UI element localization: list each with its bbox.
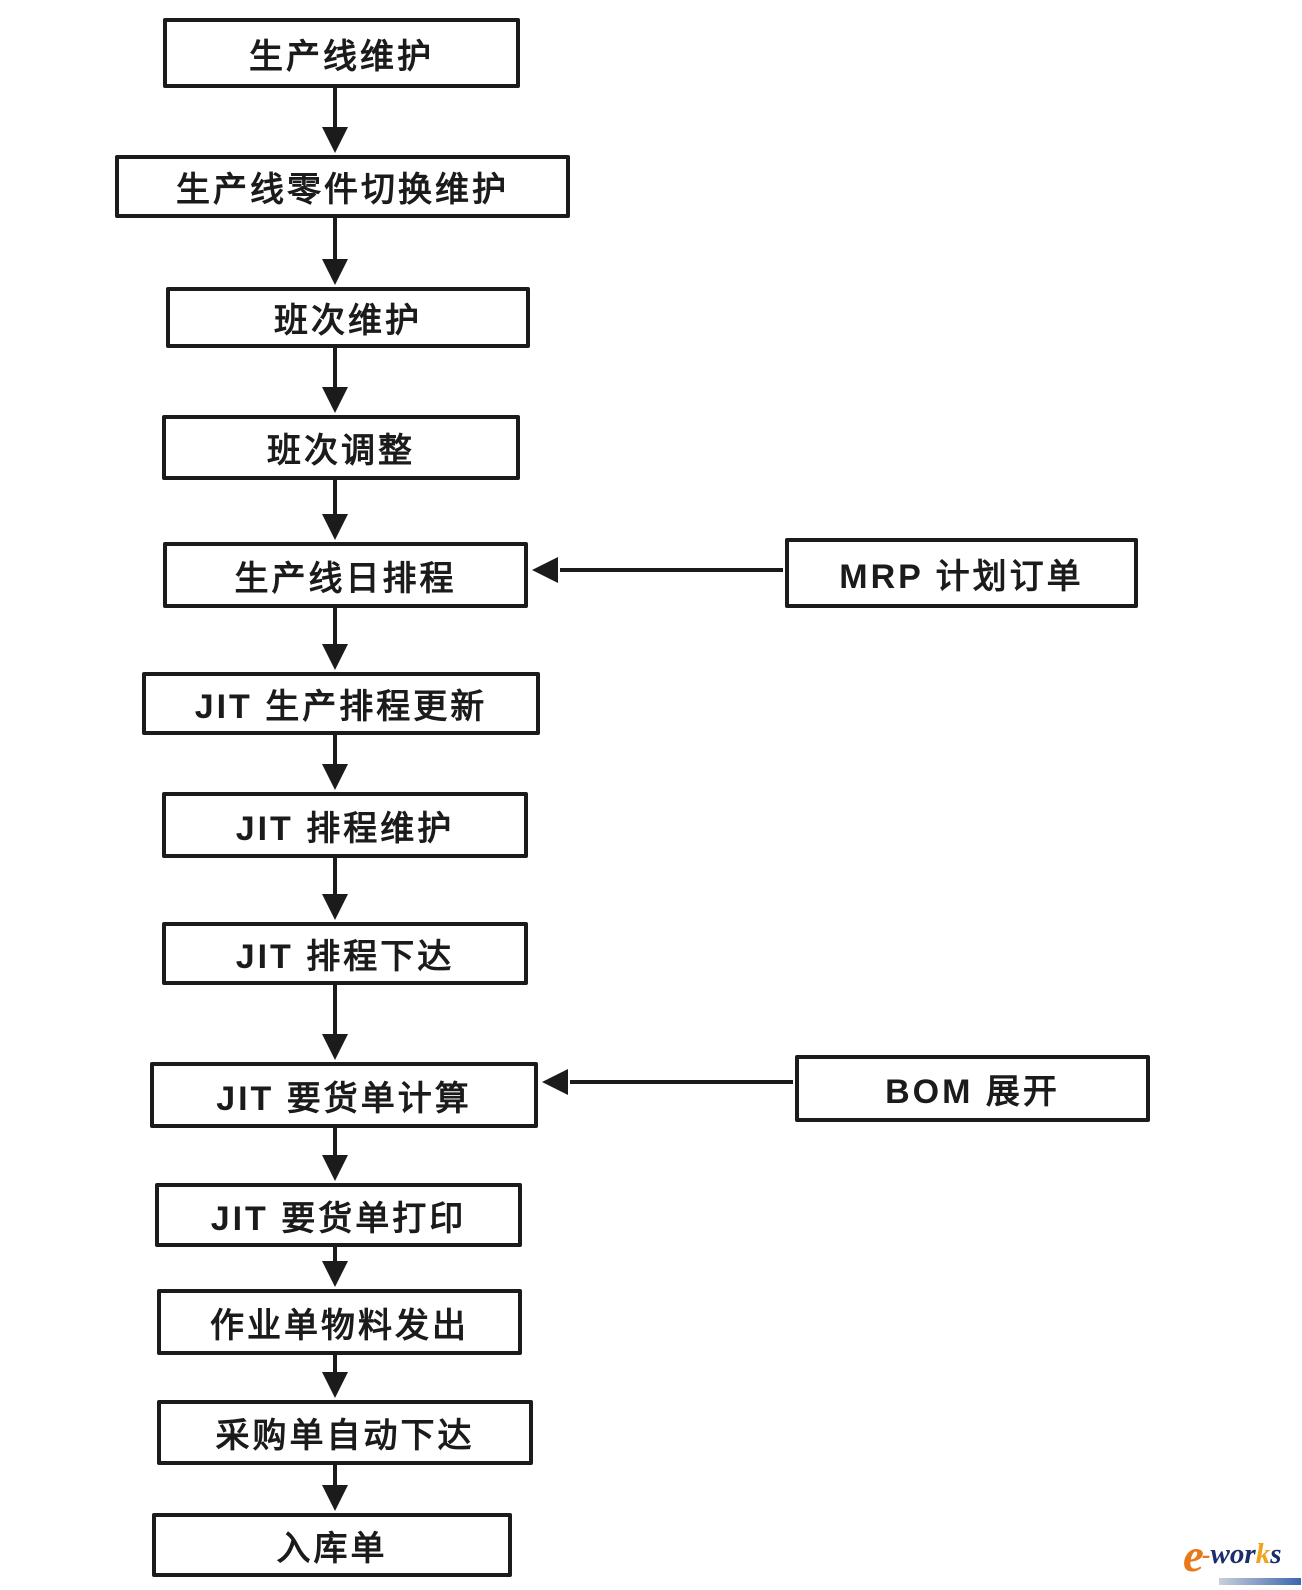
node-mrp-planned-orders: MRP 计划订单	[785, 538, 1138, 608]
node-jit-pull-order-calculation: JIT 要货单计算	[150, 1062, 538, 1128]
eworks-logo: e-works	[1183, 1533, 1301, 1588]
node-label: JIT 要货单打印	[210, 1199, 467, 1238]
arrow-mrp-to-daily-scheduling	[532, 557, 783, 583]
node-label: 生产线零件切换维护	[176, 171, 509, 209]
arrow-12-13	[322, 1465, 348, 1511]
node-label: 作业单物料发出	[210, 1306, 469, 1345]
eworks-logo-e: e	[1183, 1530, 1204, 1582]
eworks-logo-text: e-works	[1183, 1533, 1282, 1580]
node-warehouse-receipt: 入库单	[152, 1513, 512, 1577]
node-label: JIT 排程维护	[235, 809, 455, 848]
eworks-logo-underline	[1219, 1578, 1301, 1585]
arrow-5-6	[322, 608, 348, 670]
arrow-11-12	[322, 1355, 348, 1398]
node-work-order-material-issue: 作业单物料发出	[157, 1289, 522, 1355]
node-label: JIT 排程下达	[235, 938, 455, 976]
node-label: 班次调整	[267, 432, 415, 470]
node-jit-schedule-maintenance: JIT 排程维护	[162, 792, 528, 858]
arrow-4-5	[322, 480, 348, 540]
node-label: 生产线日排程	[234, 559, 457, 598]
arrow-10-11	[322, 1247, 348, 1287]
node-jit-schedule-release: JIT 排程下达	[162, 922, 528, 985]
arrow-7-8	[322, 858, 348, 920]
arrow-9-10	[322, 1128, 348, 1181]
eworks-logo-wor: wor	[1210, 1538, 1256, 1570]
arrow-8-9	[322, 985, 348, 1060]
eworks-logo-s: s	[1270, 1538, 1282, 1570]
node-label: 采购单自动下达	[215, 1417, 475, 1455]
node-label: 入库单	[276, 1529, 388, 1568]
arrow-3-4	[322, 348, 348, 413]
node-label: BOM 展开	[885, 1073, 1060, 1111]
arrow-bom-to-pull-order-calc	[542, 1069, 793, 1095]
eworks-logo-dash: -	[1201, 1540, 1211, 1569]
node-label: MRP 计划订单	[839, 557, 1084, 596]
node-purchase-order-auto-release: 采购单自动下达	[157, 1400, 533, 1465]
node-line-part-switch-maintenance: 生产线零件切换维护	[115, 155, 570, 218]
node-shift-adjustment: 班次调整	[162, 415, 520, 480]
node-label: 生产线维护	[249, 37, 434, 76]
arrow-6-7	[322, 735, 348, 790]
arrow-2-3	[322, 218, 348, 285]
node-label: JIT 要货单计算	[216, 1079, 472, 1118]
node-line-daily-scheduling: 生产线日排程	[163, 542, 528, 608]
node-label: 班次维护	[274, 302, 422, 340]
node-bom-explosion: BOM 展开	[795, 1055, 1150, 1122]
arrow-1-2	[322, 88, 348, 153]
node-label: JIT 生产排程更新	[194, 688, 488, 726]
node-jit-production-schedule-update: JIT 生产排程更新	[142, 672, 540, 735]
node-production-line-maintenance: 生产线维护	[163, 18, 520, 88]
eworks-logo-k: k	[1255, 1538, 1271, 1570]
node-shift-maintenance: 班次维护	[166, 287, 530, 348]
node-jit-pull-order-printing: JIT 要货单打印	[155, 1183, 522, 1247]
